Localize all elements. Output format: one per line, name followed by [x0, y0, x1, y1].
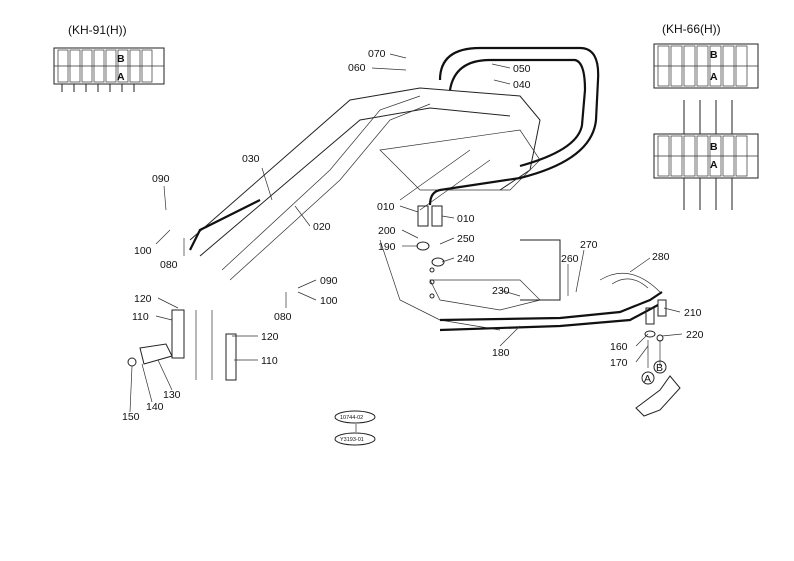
callout-100-left: 100 — [134, 245, 152, 257]
callout-150: 150 — [122, 411, 140, 423]
control-valve-left: B A — [53, 47, 165, 92]
callout-270: 270 — [580, 239, 598, 251]
part-stamps: 10744-02 Y3193-01 — [334, 410, 376, 446]
callout-050: 050 — [513, 63, 531, 75]
callout-130: 130 — [163, 389, 181, 401]
callout-020: 020 — [313, 221, 331, 233]
circle-b: B — [656, 362, 663, 374]
callout-110-left: 110 — [132, 311, 149, 323]
callout-120-left: 120 — [134, 293, 152, 305]
callout-190: 190 — [378, 241, 396, 253]
callout-040: 040 — [513, 79, 531, 91]
callout-230: 230 — [492, 285, 510, 297]
fittings-right — [635, 299, 681, 417]
arm-cylinder — [127, 309, 237, 381]
callout-170: 170 — [610, 357, 628, 369]
callout-260: 260 — [561, 253, 579, 265]
port-a-left: A — [117, 71, 125, 83]
callout-120-right: 120 — [261, 331, 279, 343]
control-valve-right-bottom: B A — [653, 100, 759, 210]
callout-210: 210 — [684, 307, 702, 319]
control-valve-right-top: B A — [653, 43, 759, 89]
callout-180: 180 — [492, 347, 510, 359]
header-right: (KH-66(H)) — [662, 22, 721, 36]
callout-070: 070 — [368, 48, 386, 60]
port-a-right-top: A — [710, 71, 718, 83]
callout-060: 060 — [348, 62, 366, 74]
port-a-right-bottom: A — [710, 159, 718, 171]
callout-250: 250 — [457, 233, 475, 245]
port-b-left: B — [117, 53, 125, 65]
callout-100-right: 100 — [320, 295, 338, 307]
callout-140: 140 — [146, 401, 164, 413]
callout-160: 160 — [610, 341, 628, 353]
stamp-bottom: Y3193-01 — [340, 437, 364, 443]
hydraulic-hoses — [189, 46, 663, 332]
leader-lines — [129, 53, 683, 432]
circle-a: A — [644, 373, 651, 385]
callout-220: 220 — [686, 329, 704, 341]
port-b-right-bottom: B — [710, 141, 718, 153]
callout-010-left: 010 — [377, 201, 395, 213]
callout-080-left: 080 — [160, 259, 178, 271]
callout-110-right: 110 — [261, 355, 278, 367]
port-b-right-top: B — [710, 49, 718, 61]
fittings-center — [416, 205, 445, 299]
callout-240: 240 — [457, 253, 475, 265]
callout-030: 030 — [242, 153, 260, 165]
circle-markers: A B — [641, 360, 667, 385]
stamp-top: 10744-02 — [340, 415, 363, 421]
boom-assembly — [189, 87, 561, 331]
callout-labels: 070 060 050 040 030 020 090 100 080 090 … — [122, 48, 704, 423]
callout-090-left: 090 — [152, 173, 170, 185]
header-left: (KH-91(H)) — [68, 23, 127, 37]
callout-080-right: 080 — [274, 311, 292, 323]
callout-010-right: 010 — [457, 213, 475, 225]
callout-200: 200 — [378, 225, 396, 237]
callout-280: 280 — [652, 251, 670, 263]
callout-090-right: 090 — [320, 275, 338, 287]
